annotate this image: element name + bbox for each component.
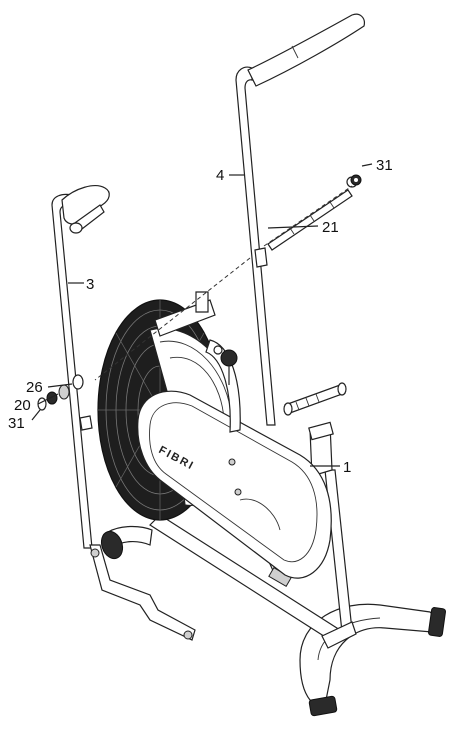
axle-assembly [94,174,362,381]
callout-26: 26 [26,379,43,396]
callout-3: 3 [86,276,94,293]
callout-20: 20 [14,397,31,414]
upper-frame [154,291,241,433]
callout-labels: 4 31 21 3 26 20 31 1 [8,157,393,476]
callout-31-left: 31 [8,415,25,432]
pedal-bolt [183,630,193,640]
rear-foot-cap [100,530,124,560]
grip-end [69,222,83,234]
chain-guard: FIBRI [137,390,332,579]
bushing-20 [58,384,70,400]
tension-knob [220,349,238,367]
callout-4: 4 [216,167,224,184]
callout-1: 1 [343,459,351,476]
left-hardware [37,374,84,411]
washer-26 [72,374,84,390]
end-cap-right [428,607,446,637]
cover-screw [234,488,242,496]
right-handlebar [235,13,365,426]
nut-26 [46,391,58,405]
pivot-bolt [90,548,100,558]
callout-31-top: 31 [376,157,393,174]
callout-21: 21 [322,219,339,236]
leader-lines [31,163,373,467]
left-handlebar [51,185,196,641]
end-cap-bottom [308,695,338,717]
cover-screw [228,458,236,466]
